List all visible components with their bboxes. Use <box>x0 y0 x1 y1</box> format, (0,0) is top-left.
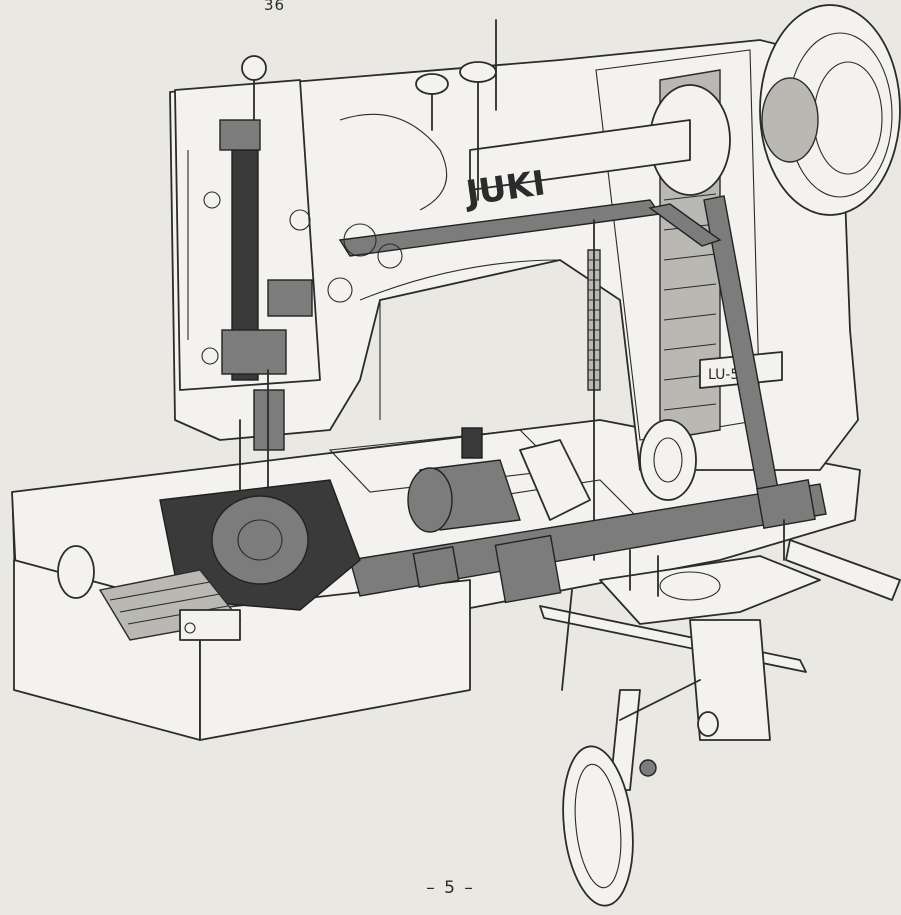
knee-pad <box>562 745 657 907</box>
presser-bar <box>239 369 285 501</box>
lower-shaft <box>349 427 827 604</box>
upper-shaft <box>338 84 731 257</box>
vertical-rods <box>587 195 781 561</box>
corner-page-number: 36 <box>264 0 286 14</box>
knee-lifter <box>539 519 821 791</box>
thread-guides <box>339 19 497 211</box>
needle-bar-head <box>174 55 403 391</box>
table-edge <box>785 539 901 601</box>
footer-page-number: – 5 – <box>426 878 475 898</box>
hook-assembly <box>57 479 361 641</box>
hand-wheel <box>759 4 901 216</box>
